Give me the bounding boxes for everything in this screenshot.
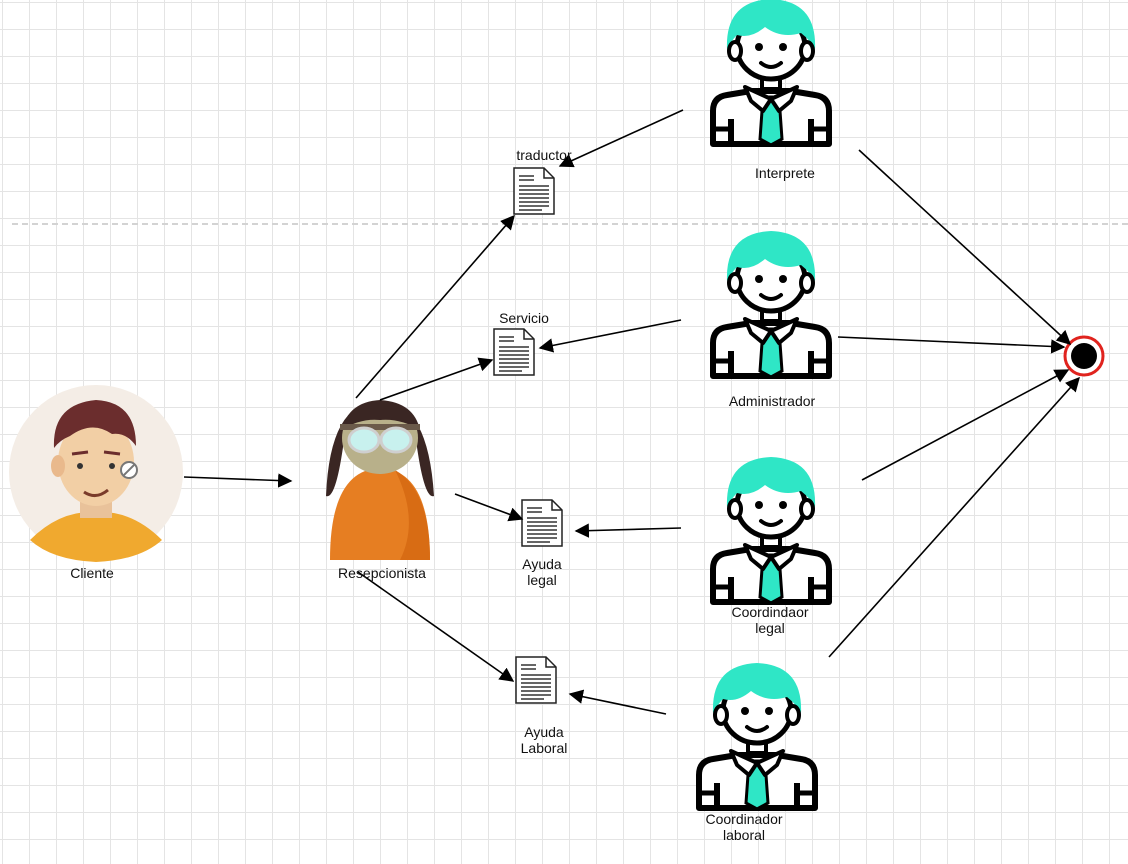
interprete-worker-icon — [711, 0, 831, 145]
coordinador-laboral-worker-icon — [697, 663, 817, 809]
swimlane-divider — [12, 223, 1128, 225]
servicio-document-icon — [493, 328, 535, 376]
label-administrador: Administrador — [728, 393, 816, 409]
label-coordinador-legal: Coordindaor legal — [731, 604, 809, 636]
edge-administrador-servicio — [538, 319, 682, 353]
label-recepcionista: Resepcionista — [338, 565, 426, 581]
edge-recepcionista-ayuda-legal — [454, 493, 524, 522]
edge-recepcionista-servicio — [379, 357, 494, 401]
label-cliente: Cliente — [70, 565, 114, 581]
ayuda-laboral-document-icon — [515, 656, 557, 704]
edge-coord-laboral-ayuda-laboral — [568, 689, 667, 715]
end-node-icon — [1063, 335, 1105, 377]
client-avatar-icon — [9, 385, 183, 562]
ayuda-legal-document-icon — [521, 499, 563, 547]
label-interprete: Interprete — [755, 165, 815, 181]
edge-coord-legal-end — [861, 369, 1070, 481]
edge-coord-legal-ayuda-legal — [574, 523, 682, 538]
label-servicio: Servicio — [499, 310, 549, 326]
edge-cliente-recepcionista — [183, 473, 293, 488]
administrador-worker-icon — [711, 231, 831, 377]
traductor-document-icon — [513, 167, 555, 215]
receptionist-avatar-icon — [326, 400, 434, 560]
label-ayuda-laboral: Ayuda Laboral — [520, 724, 568, 756]
label-coordinador-laboral: Coordinador laboral — [705, 811, 783, 843]
coordinador-legal-worker-icon — [711, 457, 831, 603]
edge-recepcionista-traductor — [355, 214, 515, 399]
label-traductor: traductor — [516, 147, 572, 163]
edge-interprete-traductor — [558, 109, 684, 168]
edge-recepcionista-ayuda-laboral — [357, 571, 515, 682]
label-ayuda-legal: Ayuda legal — [522, 556, 562, 588]
edge-coord-laboral-end — [828, 376, 1080, 658]
edge-administrador-end — [837, 336, 1066, 354]
edge-interprete-end — [858, 149, 1072, 345]
